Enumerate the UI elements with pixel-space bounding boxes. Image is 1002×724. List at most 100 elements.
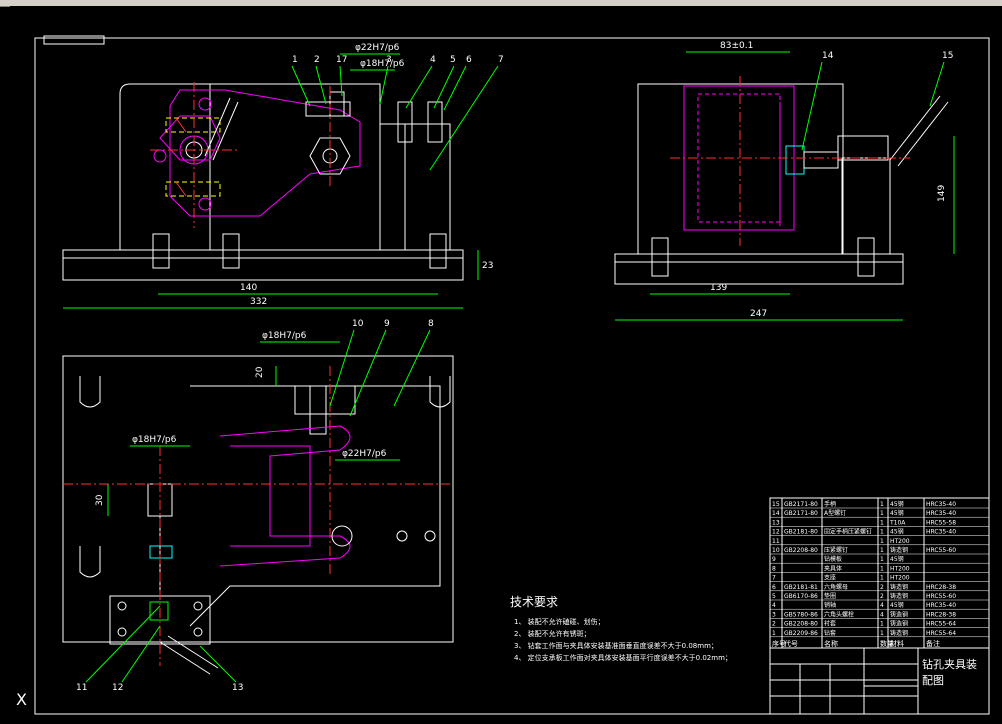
front-dim-1: φ22H7/p6 [355,43,400,53]
top-dim-2: 20 [255,366,265,378]
balloon-3: 3 [386,55,392,65]
bom-cell: 1 [880,501,884,508]
tech-req-item: 4、 定位支承板工作面对夹具体安装基面平行度误差不大于0.02mm； [514,653,732,662]
balloon-9: 9 [384,319,390,329]
bom-cell: 2 [880,593,884,600]
bom-cell: 15 [772,501,780,508]
balloon-4: 4 [430,55,436,65]
front-dim-2: φ18H7/p6 [360,59,405,69]
bom-cell: 铸造钢 [890,610,908,618]
bom-cell: GB6170-86 [784,593,818,600]
bom-cell: 2 [772,621,776,628]
bom-cell: 1 [880,510,884,517]
bom-cell: HT200 [890,575,910,582]
tech-req-title: 技术要求 [510,595,558,609]
bom-cell: HRC55-64 [926,630,956,637]
bom-cell: 固定手柄压紧螺钉 [824,528,872,536]
balloon-10: 10 [352,319,364,329]
bom-cell: 铸造钢 [890,620,908,628]
bom-cell: 45钢 [890,555,904,563]
balloon-15: 15 [942,51,953,61]
side-dim-1: 83±0.1 [720,41,753,51]
bom-cell: 1 [880,621,884,628]
drawing-title-line2: 配图 [922,674,944,687]
bom-cell: A型螺钉 [824,509,846,517]
bom-cell: 1 [880,519,884,526]
bom-cell: GB2171-80 [784,510,818,517]
bom-cell: HRC55-60 [926,593,956,600]
bom-cell: 5 [772,593,776,600]
drawing-canvas[interactable]: φ22H7/p6 φ18H7/p6 140 332 23 1 2 17 3 4 … [10,6,1002,724]
bom-cell: 11 [772,538,780,545]
ucs-icon: X [16,690,27,709]
bom-cell: HRC28-38 [926,611,956,618]
balloon-11: 11 [76,683,87,693]
bom-cell: 六角螺母 [824,583,848,591]
bom-cell: 1 [880,547,884,554]
balloon-13: 13 [232,683,243,693]
bom-cell: 12 [772,529,780,536]
side-dim-3: 247 [750,309,767,319]
bom-cell: 4 [772,602,776,609]
balloon-7: 7 [498,55,504,65]
front-view [62,53,499,309]
top-dim-1: φ18H7/p6 [262,331,307,341]
front-dim-3: 140 [240,283,257,293]
bom-cell: 衬套 [824,620,836,628]
balloon-6: 6 [466,55,472,65]
bom-cell: HRC35-40 [926,501,956,508]
bom-cell: 14 [772,510,780,517]
bom-cell: HRC55-58 [926,519,956,526]
bom-cell: GB2208-80 [784,547,818,554]
bom-cell: HRC35-40 [926,529,956,536]
bom-cell: 铸造钢 [890,629,908,637]
bom-cell: 45钢 [890,509,904,517]
bom-cell: 压紧螺钉 [824,546,848,554]
bom-cell: 4 [880,602,884,609]
top-dim-4: φ18H7/p6 [132,435,177,445]
side-view [614,51,955,321]
bom-cell: 13 [772,519,780,526]
bom-cell: T10A [889,519,906,526]
bom-cell: 45钢 [890,528,904,536]
bom-cell: 1 [880,529,884,536]
bom-cell: 9 [772,556,776,563]
annotation-layer: φ22H7/p6 φ18H7/p6 140 332 23 1 2 17 3 4 … [76,41,989,693]
bom-cell: 10 [772,547,780,554]
top-dim-3: φ22H7/p6 [342,449,387,459]
bom-header-cell: 序号 [772,639,786,648]
bom-header-cell: 代号 [784,639,798,648]
bom-cell: HT200 [890,565,910,572]
bom-cell: 1 [880,565,884,572]
bom-cell: 4 [880,611,884,618]
bom-cell: 1 [880,575,884,582]
bom-cell: 8 [772,565,776,572]
bom-table [769,497,990,649]
tech-req-item: 1、 装配不允许磕碰、划伤； [514,617,605,626]
balloon-8: 8 [428,319,434,329]
bom-cell: 销轴 [824,601,836,609]
bom-cell: GB2181-81 [784,584,818,591]
bom-cell: 钻模板 [824,555,842,563]
balloon-12: 12 [112,683,123,693]
bom-cell: GB2181-80 [784,529,818,536]
balloon-5: 5 [450,55,456,65]
bom-header-cell: 材料 [890,639,904,648]
bom-cell: 支座 [824,574,836,582]
top-view [62,329,454,683]
bom-header-cell: 备注 [926,639,940,648]
bom-cell: 夹具体 [824,564,842,572]
bom-cell: 手柄 [824,500,836,508]
bom-cell: 45钢 [890,601,904,609]
sheet-corner-mark [43,35,105,45]
bom-cell: HRC35-40 [926,510,956,517]
bom-cell: HRC35-40 [926,602,956,609]
bom-header-cell: 数量 [880,639,894,648]
side-dim-4: 149 [937,185,947,202]
bom-cell: HRC55-60 [926,547,956,554]
bom-cell: 1 [880,556,884,563]
bom-cell: HRC55-64 [926,621,956,628]
bom-cell: 1 [880,630,884,637]
bom-cell: GB2171-80 [784,501,818,508]
balloon-2: 2 [314,55,320,65]
